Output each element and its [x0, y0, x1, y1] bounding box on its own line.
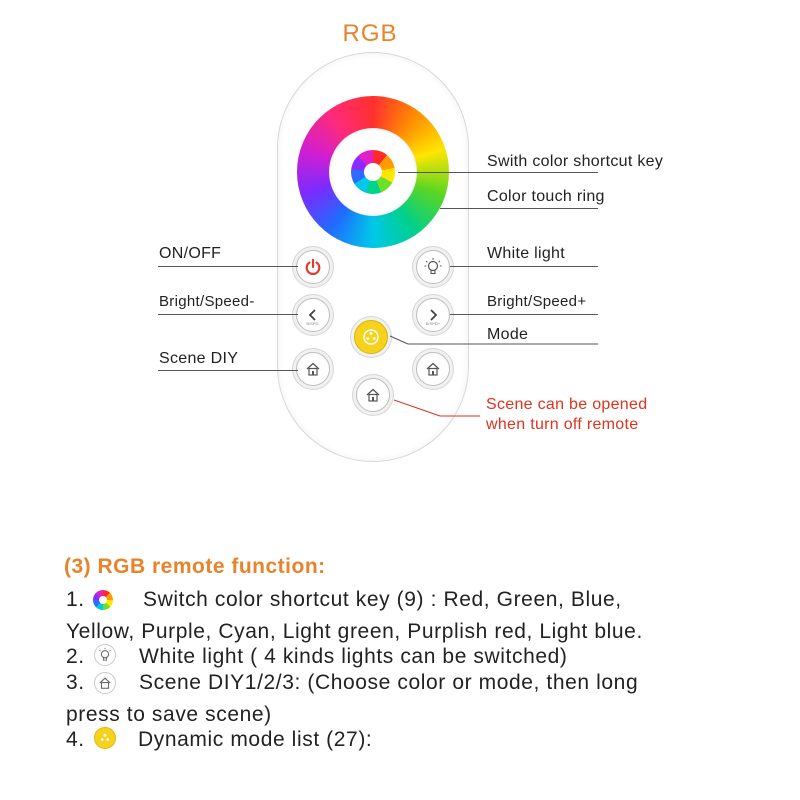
label-white-light: White light: [487, 245, 565, 262]
bulb-icon: [94, 644, 116, 666]
label-touch-ring: Color touch ring: [487, 188, 605, 205]
function-heading: (3) RGB remote function:: [64, 555, 326, 578]
white-light-button[interactable]: [416, 250, 450, 284]
chevron-right-icon: [430, 309, 438, 321]
remote-body: [277, 52, 469, 462]
label-shortcut-key: Swith color shortcut key: [487, 153, 664, 170]
bright-speed-plus-button[interactable]: B/SPD+: [416, 298, 450, 332]
item-1-number: 1.: [66, 588, 85, 611]
mode-button[interactable]: [354, 320, 388, 354]
power-button[interactable]: [296, 250, 330, 284]
plus-sublabel: B/SPD+: [425, 321, 441, 326]
minus-sublabel: B/SPD-: [306, 321, 320, 326]
color-wheel-icon: [92, 589, 114, 611]
callout-lines-svg: [389, 335, 598, 417]
bulb-icon: [424, 258, 442, 275]
callout-line-ring: [440, 208, 598, 209]
callout-line-shortcut: [398, 172, 598, 173]
callout-line-bright-minus: [158, 314, 298, 315]
item-4-number: 4.: [66, 728, 85, 751]
item-3-text: Scene DIY1/2/3: (Choose color or mode, t…: [139, 671, 639, 694]
home-icon: [366, 388, 380, 402]
bright-speed-minus-button[interactable]: B/SPD-: [296, 298, 330, 332]
mode-icon: [94, 727, 116, 749]
scene-diy-1-button[interactable]: [296, 352, 330, 386]
callout-line-onoff: [158, 266, 298, 267]
color-shortcut-key[interactable]: [351, 150, 395, 194]
page-title: RGB: [342, 20, 398, 47]
item-1-text-cont: Yellow, Purple, Cyan, Light green, Purpl…: [66, 620, 643, 643]
scene-diy-2-button[interactable]: [416, 352, 450, 386]
label-mode: Mode: [487, 326, 529, 343]
power-icon: [305, 258, 321, 276]
item-3-text-cont: press to save scene): [66, 703, 272, 726]
home-icon: [94, 672, 116, 694]
label-scene-note-2: when turn off remote: [486, 416, 639, 433]
label-scene-diy: Scene DIY: [159, 350, 239, 367]
callout-line-bright-plus: [450, 314, 598, 315]
label-on-off: ON/OFF: [159, 245, 222, 262]
mode-icon: [363, 329, 379, 345]
callout-line-scene-diy: [158, 370, 298, 371]
chevron-left-icon: [308, 309, 316, 321]
home-icon: [306, 362, 320, 376]
label-bright-minus: Bright/Speed-: [159, 293, 255, 310]
item-2-number: 2.: [66, 645, 85, 668]
item-3-number: 3.: [66, 671, 85, 694]
label-scene-note-1: Scene can be opened: [486, 396, 648, 413]
label-bright-plus: Bright/Speed+: [487, 293, 587, 310]
callout-line-white: [450, 266, 598, 267]
item-1-text: Switch color shortcut key (9) : Red, Gre…: [143, 588, 622, 611]
item-2-text: White light ( 4 kinds lights can be swit…: [139, 645, 568, 668]
scene-diy-3-button[interactable]: [356, 378, 390, 412]
item-4-text: Dynamic mode list (27):: [138, 728, 373, 751]
home-icon: [426, 362, 440, 376]
